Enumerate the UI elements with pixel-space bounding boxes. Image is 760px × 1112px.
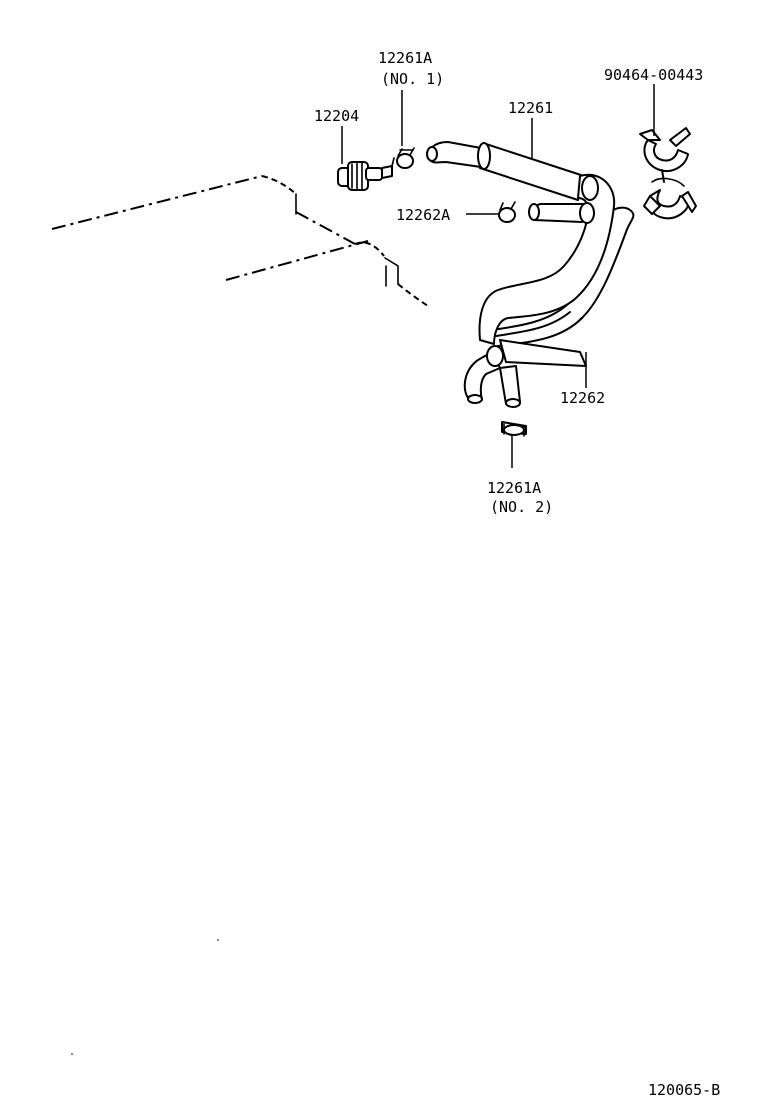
leader-lines <box>341 84 655 468</box>
label-hose-upper: 12261 <box>508 99 553 117</box>
label-hose-clamp-no1-sub: (NO. 1) <box>381 70 444 88</box>
label-vsv-valve: 12204 <box>314 107 359 125</box>
vsv-valve-icon[interactable] <box>337 157 395 191</box>
hose-clamp-no2-icon[interactable] <box>501 421 527 437</box>
label-hose-clamp-no2-part: 12261A <box>487 479 541 497</box>
label-hose-clamp-no2-sub: (NO. 2) <box>490 498 553 516</box>
hose-clamp-no1-icon[interactable] <box>396 147 415 169</box>
label-hose-lower: 12262 <box>560 389 605 407</box>
hose-clamp-mid-icon[interactable] <box>498 201 516 223</box>
hose-upper-icon[interactable] <box>426 141 616 345</box>
engine-outline <box>51 175 429 307</box>
label-hose-clamp-no1-part: 12261A <box>378 49 432 67</box>
clamp-clip-icon[interactable] <box>639 127 697 220</box>
figure-id: 120065-B <box>648 1081 720 1099</box>
label-hose-clamp-mid: 12262A <box>396 206 450 224</box>
label-clamp-clip: 90464-00443 <box>604 66 703 84</box>
